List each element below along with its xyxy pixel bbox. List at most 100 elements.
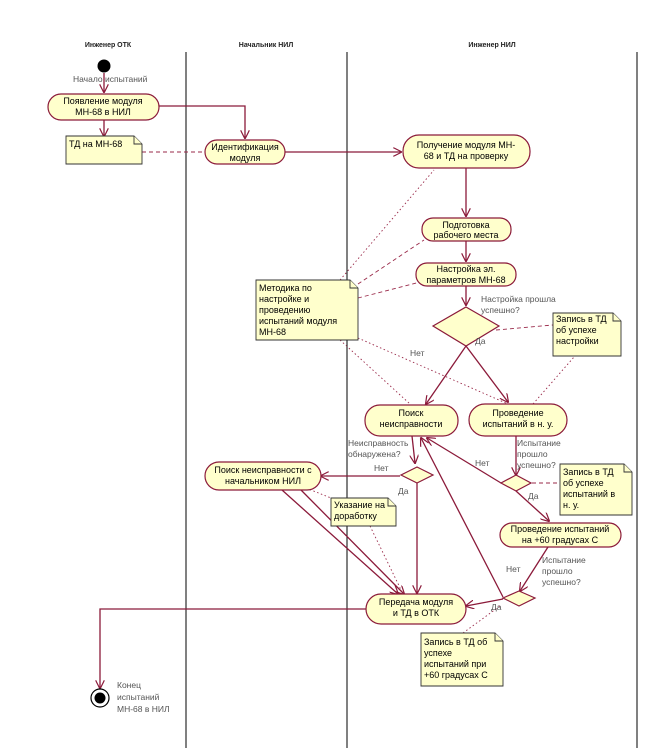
activity-appearance: Появление модуля МН-68 в НИЛ	[47, 93, 160, 121]
flow-60-decision	[520, 546, 549, 591]
svg-text:неисправности: неисправности	[380, 419, 443, 429]
edge-label-test60-yes: Да	[491, 602, 502, 612]
activity-tests-nu: Проведение испытаний в н. у.	[468, 403, 568, 437]
flow-setup-no	[426, 345, 467, 404]
edge-label-fault-yes: Да	[398, 486, 409, 496]
edge-label-fault-no: Нет	[374, 463, 389, 473]
decision-setup	[431, 306, 501, 347]
activity-receive: Получение модуля МН- 68 и ТД на проверку	[402, 134, 531, 169]
edge-label-test60-no: Нет	[506, 564, 521, 574]
note-link-method-search	[339, 339, 411, 405]
svg-text:68 и ТД на проверку: 68 и ТД на проверку	[424, 151, 509, 161]
svg-text:доработку: доработку	[334, 511, 377, 521]
end-label-1: Конец	[117, 680, 141, 690]
svg-text:проведению: проведению	[259, 305, 311, 315]
svg-text:Настройка эл.: Настройка эл.	[437, 264, 496, 274]
guard-setup-2: успешно?	[481, 305, 520, 315]
note-link-rework-handover	[369, 525, 405, 597]
edge-label-setup-no: Нет	[410, 348, 425, 358]
svg-text:на +60 градусах С: на +60 градусах С	[522, 535, 599, 545]
svg-text:испытаний модуля: испытаний модуля	[259, 316, 337, 326]
activity-search: Поиск неисправности	[364, 404, 459, 437]
svg-text:Подготовка: Подготовка	[442, 220, 489, 230]
note-record-setup: Запись в ТД об успехе настройки	[552, 312, 622, 357]
guard-test-2: прошло	[517, 449, 548, 459]
note-link-setup-decision	[495, 324, 554, 331]
svg-text:МН-68 в НИЛ: МН-68 в НИЛ	[75, 107, 131, 117]
svg-text:настройки: настройки	[556, 336, 599, 346]
note-method: Методика по настройке и проведению испыт…	[255, 279, 359, 341]
lane-title-chief: Начальник НИЛ	[239, 42, 294, 49]
decision-fault	[399, 466, 435, 484]
end-label-3: МН-68 в НИЛ	[117, 704, 170, 714]
svg-text:Указание на: Указание на	[334, 500, 385, 510]
edge-label-setup-yes: Да	[475, 336, 486, 346]
flow-test-no	[427, 438, 502, 484]
lane-title-otk: Инженер ОТК	[85, 42, 132, 49]
note-td: ТД на МН-68	[65, 135, 143, 165]
guard-setup-1: Настройка прошла	[481, 294, 556, 304]
guard-test-3: успешно?	[517, 460, 556, 470]
activity-prepare: Подготовка рабочего места	[421, 217, 512, 242]
flow-setup-yes	[465, 345, 508, 402]
flow-60-no	[421, 438, 504, 598]
note-record-60: Запись в ТД об успехе испытаний при +60 …	[420, 632, 504, 687]
svg-text:рабочего места: рабочего места	[434, 230, 499, 240]
flow-test-yes	[515, 490, 549, 521]
svg-text:Методика по: Методика по	[259, 283, 312, 293]
end-label-2: испытаний	[117, 692, 160, 702]
flow-appearance-ident	[159, 105, 245, 138]
note-link-method-setup	[357, 281, 421, 299]
guard-test-1: Испытание	[517, 438, 561, 448]
svg-text:Запись в ТД: Запись в ТД	[563, 467, 614, 477]
activity-handover: Передача модуля и ТД в ОТК	[365, 593, 467, 625]
flow-handover-end	[100, 608, 366, 688]
flow-60-yes	[466, 598, 504, 606]
lane-title-engineer: Инженер НИЛ	[468, 42, 515, 49]
svg-text:Передача модуля: Передача модуля	[379, 597, 453, 607]
note-link-method-tests	[357, 337, 509, 405]
start-node	[97, 59, 111, 73]
note-link-record-setup	[532, 356, 575, 405]
svg-text:испытаний в н. у.: испытаний в н. у.	[483, 419, 554, 429]
note-link-method-receive	[339, 169, 435, 281]
svg-text:параметров МН-68: параметров МН-68	[426, 275, 505, 285]
end-node-core	[94, 692, 106, 704]
guard-fault-1: Неисправность	[348, 438, 409, 448]
svg-text:об успехе: об успехе	[556, 325, 597, 335]
svg-text:н. у.: н. у.	[563, 500, 579, 510]
svg-text:МН-68: МН-68	[259, 327, 286, 337]
edge-label-test-no: Нет	[475, 458, 490, 468]
activity-identification: Идентификация модуля	[204, 139, 286, 165]
start-label: Начало испытаний	[73, 74, 148, 84]
flow-chief-handover-b	[300, 489, 404, 594]
note-rework: Указание на доработку	[330, 497, 397, 527]
svg-text:Запись в ТД об: Запись в ТД об	[424, 637, 487, 647]
svg-text:успехе: успехе	[424, 648, 452, 658]
activity-search-chief: Поиск неисправности с начальником НИЛ	[204, 461, 322, 491]
guard-fault-2: обнаружена?	[348, 449, 401, 459]
svg-text:Поиск: Поиск	[399, 408, 424, 418]
svg-text:Идентификация: Идентификация	[211, 142, 279, 152]
svg-text:испытаний в: испытаний в	[563, 489, 615, 499]
svg-text:Проведение испытаний: Проведение испытаний	[511, 524, 610, 534]
flow-chief-handover-a	[281, 489, 398, 594]
decision-test-nu	[499, 474, 533, 492]
svg-text:испытаний при: испытаний при	[424, 659, 486, 669]
svg-text:настройке и: настройке и	[259, 294, 309, 304]
svg-text:ТД на МН-68: ТД на МН-68	[69, 139, 122, 149]
svg-text:Поиск неисправности с: Поиск неисправности с	[214, 465, 312, 475]
activity-tests-60: Проведение испытаний на +60 градусах С	[499, 522, 622, 548]
svg-text:Появление модуля: Появление модуля	[63, 96, 142, 106]
flow-search-decision	[412, 435, 415, 463]
svg-text:и ТД в ОТК: и ТД в ОТК	[393, 608, 440, 618]
activity-setup: Настройка эл. параметров МН-68	[415, 262, 517, 287]
decision-test-60	[501, 590, 537, 607]
svg-text:Получение модуля МН-: Получение модуля МН-	[417, 140, 515, 150]
svg-text:модуля: модуля	[230, 153, 261, 163]
guard-test60-3: успешно?	[542, 577, 581, 587]
guard-test60-1: Испытание	[542, 555, 586, 565]
svg-text:начальником НИЛ: начальником НИЛ	[225, 476, 301, 486]
guard-test60-2: прошло	[542, 566, 573, 576]
